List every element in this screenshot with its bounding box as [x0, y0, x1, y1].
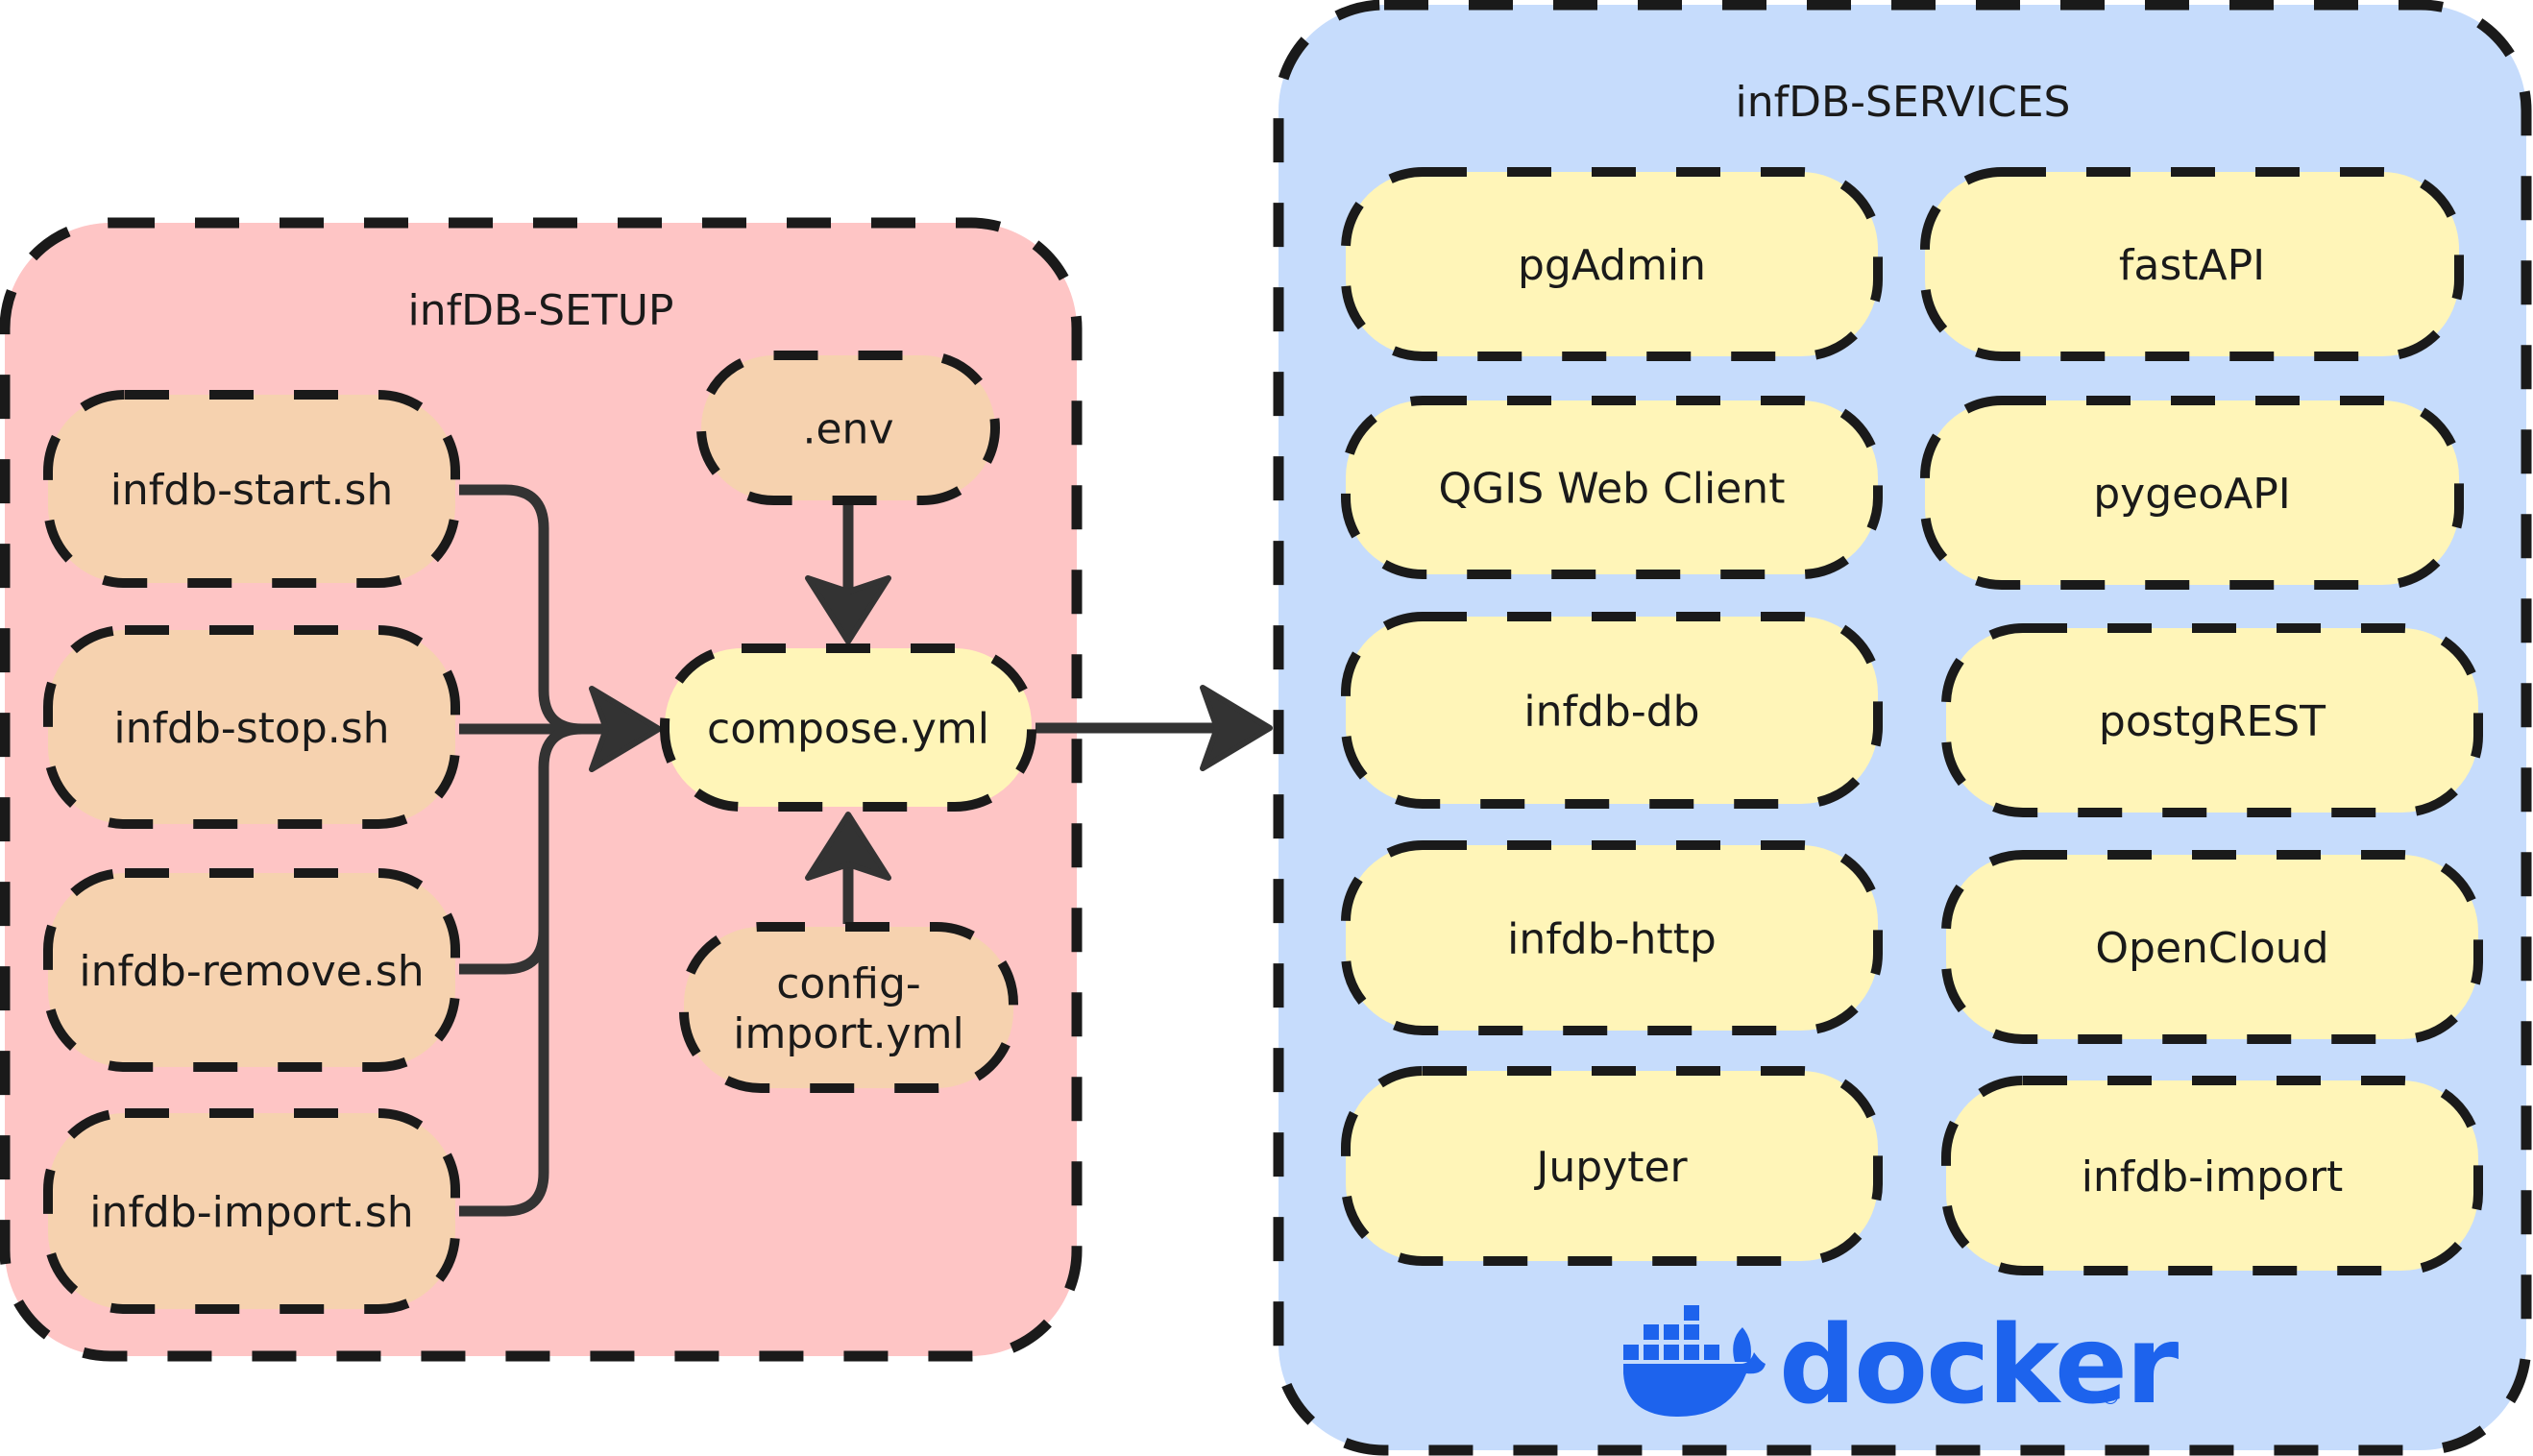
service-infdb-http-shape [1341, 840, 1883, 1035]
script-node-remove: infdb-remove.sh [43, 868, 460, 1072]
env-file-node-label: .env [803, 405, 894, 454]
service-infdb-http-label: infdb-http [1507, 915, 1717, 964]
script-node-import-label: infdb-import.sh [89, 1188, 413, 1237]
service-jupyter: Jupyter [1341, 1066, 1883, 1266]
service-jupyter-shape [1341, 1066, 1883, 1266]
service-qgis-web-client-label: QGIS Web Client [1439, 465, 1786, 514]
service-pgadmin-shape [1341, 167, 1883, 361]
compose-file-node-label: compose.yml [707, 705, 989, 754]
service-pygeoapi: pygeoAPI [1920, 396, 2464, 590]
script-node-remove-shape [43, 868, 460, 1072]
arrowhead-to-compose-left [589, 686, 662, 772]
script-node-start: infdb-start.sh [43, 390, 460, 588]
service-jupyter-label: Jupyter [1533, 1143, 1688, 1192]
service-infdb-db: infdb-db [1341, 612, 1883, 809]
config-import-file-node: config-import.yml [679, 922, 1018, 1093]
service-fastapi: fastAPI [1920, 167, 2464, 361]
docker-whale-fin [1733, 1327, 1751, 1362]
arrowhead-compose-to-services [1200, 685, 1273, 771]
nodes: infdb-start.sh infdb-stop.sh infdb-remove.… [43, 167, 2483, 1314]
service-postgrest: postgREST [1941, 623, 2483, 817]
service-pgadmin: pgAdmin [1341, 167, 1883, 361]
service-pygeoapi-shape [1920, 396, 2464, 590]
docker-container-block [1623, 1345, 1639, 1360]
service-infdb-db-label: infdb-db [1523, 688, 1699, 737]
docker-wordmark: docker [1779, 1303, 2179, 1428]
docker-container-block [1684, 1345, 1699, 1360]
service-infdb-http: infdb-http [1341, 840, 1883, 1035]
service-postgrest-shape [1941, 623, 2483, 817]
script-node-stop-label: infdb-stop.sh [113, 704, 389, 753]
service-qgis-web-client: QGIS Web Client [1341, 396, 1883, 579]
script-node-start-label: infdb-start.sh [110, 466, 394, 515]
service-opencloud: OpenCloud [1941, 850, 2483, 1044]
script-node-stop-shape [43, 625, 460, 829]
service-opencloud-label: OpenCloud [2095, 924, 2328, 973]
arrowhead-env-to-compose [805, 575, 891, 644]
service-qgis-web-client-shape [1341, 396, 1883, 579]
service-fastapi-shape [1920, 167, 2464, 361]
service-infdb-import-label: infdb-import [2082, 1153, 2344, 1201]
service-pgadmin-label: pgAdmin [1518, 241, 1706, 290]
script-node-import-shape [43, 1108, 460, 1314]
script-node-import: infdb-import.sh [43, 1108, 460, 1314]
script-node-remove-label: infdb-remove.sh [79, 947, 424, 996]
docker-container-block [1664, 1324, 1679, 1340]
docker-container-block [1664, 1345, 1679, 1360]
service-fastapi-label: fastAPI [2119, 241, 2265, 290]
env-file-node: .env [696, 351, 1000, 505]
docker-logo: docker ® [1623, 1303, 2180, 1428]
arrowhead-config-to-compose [805, 812, 891, 881]
docker-container-block [1644, 1324, 1659, 1340]
config-import-file-node-label: config- [776, 959, 921, 1008]
docker-container-block [1704, 1345, 1719, 1360]
config-import-file-node-shape [679, 922, 1018, 1093]
script-node-stop: infdb-stop.sh [43, 625, 460, 829]
docker-container-block [1644, 1345, 1659, 1360]
service-opencloud-shape [1941, 850, 2483, 1044]
config-import-file-node-label: import.yml [733, 1009, 963, 1058]
docker-container-block [1684, 1305, 1699, 1321]
docker-whale-hull [1623, 1352, 1766, 1418]
compose-file-node: compose.yml [660, 643, 1036, 812]
registered-mark: ® [2100, 1386, 2121, 1410]
setup-group-title: infDB-SETUP [408, 286, 674, 335]
service-pygeoapi-label: pygeoAPI [2093, 470, 2291, 519]
script-node-start-shape [43, 390, 460, 588]
service-infdb-import: infdb-import [1941, 1076, 2483, 1275]
service-infdb-db-shape [1341, 612, 1883, 809]
env-file-node-shape [696, 351, 1000, 505]
service-postgrest-label: postgREST [2099, 697, 2326, 746]
docker-container-block [1684, 1324, 1699, 1340]
edge-import-to-compose [459, 767, 549, 1217]
connectors [459, 484, 1273, 1217]
services-group-title: infDB-SERVICES [1736, 78, 2071, 127]
compose-file-node-shape [660, 643, 1036, 812]
docker-whale-icon [1623, 1305, 1766, 1418]
service-infdb-import-shape [1941, 1076, 2483, 1275]
